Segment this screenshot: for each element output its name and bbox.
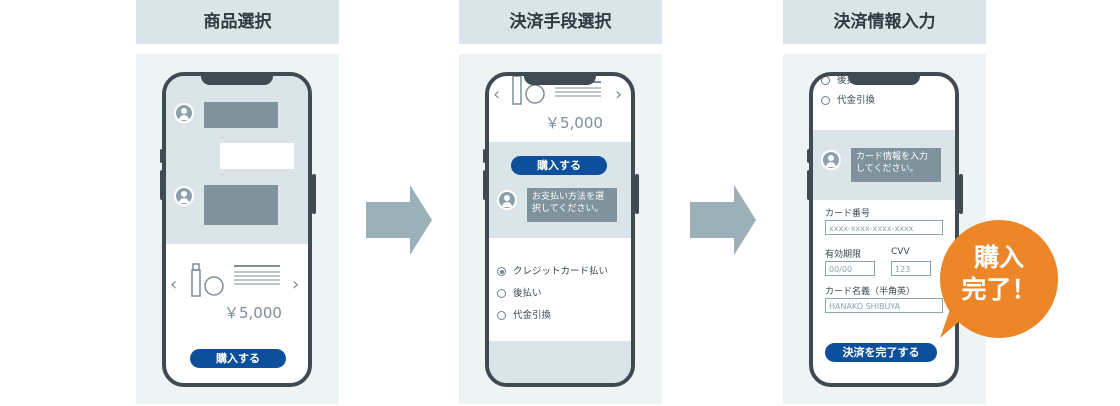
option-label: 代金引換 (837, 95, 876, 106)
phone-notch (201, 76, 273, 85)
badge-line-2: 完了！ (961, 275, 1037, 304)
footer-area (489, 341, 631, 383)
step-payment-method: 決済手段選択 ‹ › ￥5,000 購入 (459, 0, 662, 404)
phone-screen: ‹ › ￥5,000 購入する (166, 76, 308, 383)
card-name-input[interactable]: HANAKO SHIBUYA (825, 298, 943, 313)
radio-icon[interactable] (821, 96, 830, 105)
product-price: ￥5,000 (224, 304, 282, 322)
step-title: 商品選択 (136, 0, 339, 44)
phone-mockup: ‹ › ￥5,000 購入する お支払い方法を選択してください。 (485, 72, 635, 387)
chevron-right-icon[interactable]: › (615, 84, 623, 105)
avatar-icon (821, 150, 841, 170)
chevron-left-icon[interactable]: ‹ (493, 84, 501, 105)
option-label: 代金引換 (513, 310, 552, 321)
chevron-left-icon[interactable]: ‹ (170, 274, 178, 295)
phone-notch (524, 76, 596, 85)
avatar-icon (174, 186, 194, 206)
cosmetics-icon (191, 263, 224, 297)
step-panel: ‹ › ￥5,000 購入する お支払い方法を選択してください。 (459, 54, 662, 404)
phone-screen: ‹ › ￥5,000 購入する お支払い方法を選択してください。 (489, 76, 631, 383)
badge-tail-icon (940, 298, 970, 338)
option-label: 後払い (513, 288, 542, 299)
expiry-label: 有効期限 (825, 250, 862, 260)
chat-message: カード情報を入力してください。 (851, 148, 941, 182)
cosmetics-icon (512, 76, 545, 105)
payment-option-deferred[interactable]: 後払 (821, 75, 857, 88)
card-name-label: カード名義（半角英） (825, 287, 916, 297)
chat-bubble (204, 185, 278, 225)
cvv-label: CVV (891, 247, 910, 257)
radio-icon[interactable] (497, 311, 506, 320)
purchase-button[interactable]: 購入する (511, 156, 607, 175)
chat-bubble-user (220, 143, 294, 169)
phone-mockup: ‹ › ￥5,000 購入する (162, 72, 312, 387)
step-title: 決済情報入力 (783, 0, 986, 44)
phone-screen: 後払 代金引換 カード情報を入力してください。 カード番号 xxxx-xxxx-… (813, 76, 955, 383)
card-number-label: カード番号 (825, 209, 871, 219)
step-panel: 後払 代金引換 カード情報を入力してください。 カード番号 xxxx-xxxx-… (783, 54, 986, 404)
next-step-arrow-icon (366, 185, 432, 255)
phone-side-button (312, 174, 316, 214)
complete-payment-button[interactable]: 決済を完了する (825, 343, 937, 362)
chat-bubble (204, 102, 278, 128)
step-panel: ‹ › ￥5,000 購入する (136, 54, 339, 404)
step-title: 決済手段選択 (459, 0, 662, 44)
chat-message: お支払い方法を選択してください。 (527, 188, 617, 222)
phone-mockup: 後払 代金引換 カード情報を入力してください。 カード番号 xxxx-xxxx-… (809, 72, 959, 387)
radio-selected-icon[interactable] (497, 267, 506, 276)
next-step-arrow-icon (690, 185, 756, 255)
badge-text: 購入 完了！ (940, 242, 1058, 306)
badge-line-1: 購入 (973, 243, 1024, 272)
payment-option-credit-card[interactable]: クレジットカード払い (497, 265, 608, 279)
payment-option-deferred[interactable]: 後払い (497, 287, 542, 301)
radio-icon[interactable] (821, 76, 830, 85)
product-price: ￥5,000 (545, 114, 603, 132)
step-payment-info: 決済情報入力 後払 代金引換 カード情報を入力してください。 カード番号 xxx… (783, 0, 986, 404)
chevron-right-icon[interactable]: › (292, 274, 300, 295)
phone-notch (848, 76, 920, 85)
option-label: 後払 (837, 75, 857, 86)
avatar-icon (174, 103, 194, 123)
expiry-input[interactable]: 00/00 (825, 261, 875, 276)
card-number-input[interactable]: xxxx-xxxx-xxxx-xxxx (825, 220, 943, 235)
radio-icon[interactable] (497, 289, 506, 298)
payment-option-cod[interactable]: 代金引換 (821, 94, 875, 108)
phone-side-button (959, 174, 963, 214)
purchase-complete-badge: 購入 完了！ (940, 220, 1058, 338)
phone-side-button (635, 174, 639, 214)
avatar-icon (497, 190, 517, 210)
option-label: クレジットカード払い (513, 266, 609, 277)
step-product-selection: 商品選択 ‹ (136, 0, 339, 404)
description-lines-icon (234, 265, 280, 285)
cvv-input[interactable]: 123 (891, 261, 931, 276)
purchase-button[interactable]: 購入する (190, 349, 286, 368)
payment-option-cod[interactable]: 代金引換 (497, 309, 551, 323)
